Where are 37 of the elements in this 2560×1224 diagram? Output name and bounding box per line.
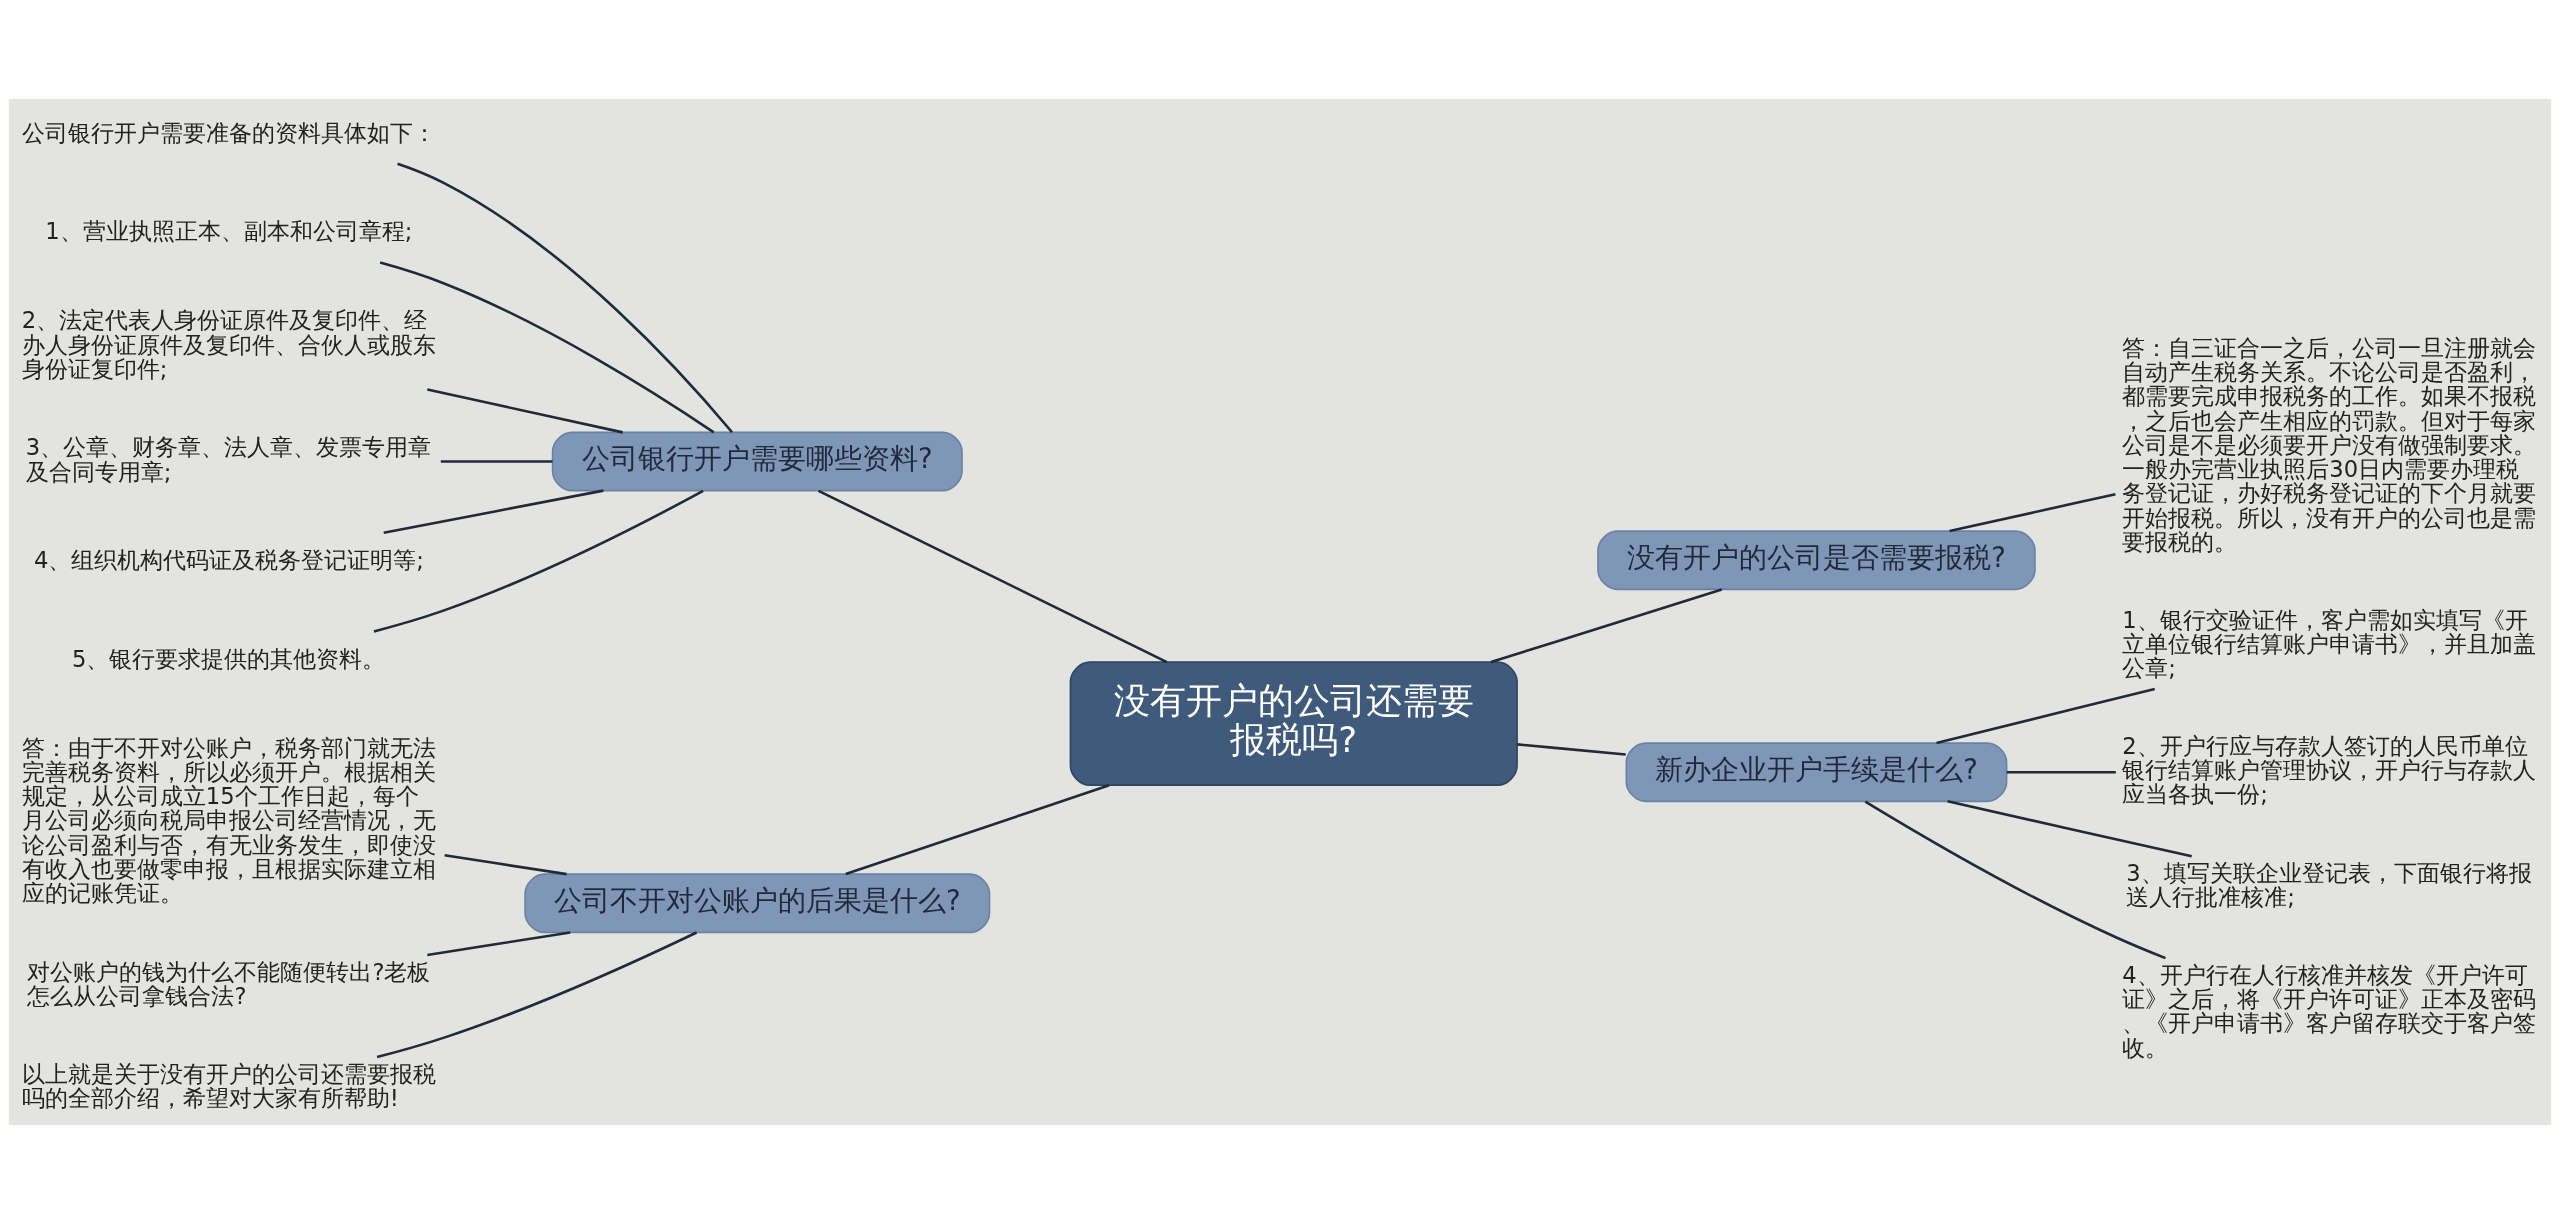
node-text: 答：由于不开对公账户，税务部门就无法完善税务资料，所以必须开户。根据相关规定，从公司成立15个工作日起，每个月公司必须向税局申报公司经营情况，无论公司盈利与否，有无业务发生，即使没有收入也要做零申报，且根据实际建立相应的记账凭证。 — [21, 734, 436, 907]
node-text: 1、银行交验证件，客户需如实填写《开立单位银行结算账户申请书》，并且加盖公章; — [2122, 606, 2537, 682]
node-text: 1、营业执照正本、副本和公司章程; — [45, 218, 413, 245]
node-text: 2、开户行应与存款人签订的人民币单位银行结算账户管理协议，开户行与存款人应当各执一份; — [2122, 732, 2537, 808]
node-box: 没有开户的公司是否需要报税? — [1597, 530, 2036, 591]
connector — [845, 784, 1110, 876]
node-box: 公司不开对公账户的后果是什么? — [524, 873, 991, 934]
node-text: 公司银行开户需要准备的资料具体如下： — [21, 119, 436, 146]
node-text: 3、填写关联企业登记表，下面银行将报送人行批准核准; — [2126, 859, 2532, 911]
connector — [1947, 800, 2192, 858]
connector — [2006, 770, 2116, 774]
node-box: 新办企业开户手续是什么? — [1625, 742, 2008, 803]
node-box: 没有开户的公司还需要报税吗? — [1069, 661, 1518, 786]
connector — [427, 931, 571, 957]
connector — [1490, 588, 1723, 664]
connector — [383, 489, 604, 534]
node-text: 对公账户的钱为什么不能随便转出?老板怎么从公司拿钱合法? — [27, 958, 431, 1009]
connector — [373, 489, 704, 633]
connector — [817, 489, 1168, 664]
connector — [444, 854, 567, 876]
node-text: 2、法定代表人身份证原件及复印件、经办人身份证原件及复印件、合伙人或股东身份证复印件; — [21, 307, 436, 382]
node-text: 3、公章、财务章、法人章、发票专用章及合同专用章; — [25, 434, 432, 485]
connector — [379, 261, 715, 434]
node-text: 4、组织机构代码证及税务登记证明等; — [33, 546, 424, 573]
connector — [397, 162, 734, 434]
node-text: 4、开户行在人行核准并核发《开户许可证》之后，将《开户许可证》正本及密码、《开户申请书》客户留存联交于客户签收。 — [2122, 961, 2537, 1061]
connector — [1936, 687, 2156, 745]
connector — [440, 460, 553, 463]
connector — [1864, 800, 2166, 960]
node-text: 以上就是关于没有开户的公司还需要报税吗的全部介绍，希望对大家有所帮助! — [21, 1060, 436, 1111]
node-text: 答：自三证合一之后，公司一旦注册就会自动产生税务关系。不论公司是否盈利，都需要完成申报税务的工作。如果不报税，之后也会产生相应的罚款。但对于每家公司是不是必须要开户没有做强制要求。一般办完营业执照后30日内需要办理税务登记证，办好税务登记证的下个月就要开始报税。所以，没有开户的公司也是需要报税的。 — [2122, 334, 2537, 556]
connector — [1949, 493, 2116, 533]
node-box: 公司银行开户需要哪些资料? — [551, 431, 963, 492]
connector — [427, 388, 623, 434]
connector — [376, 931, 698, 1059]
connector — [1517, 743, 1626, 756]
node-text: 5、银行要求提供的其他资料。 — [71, 645, 386, 672]
